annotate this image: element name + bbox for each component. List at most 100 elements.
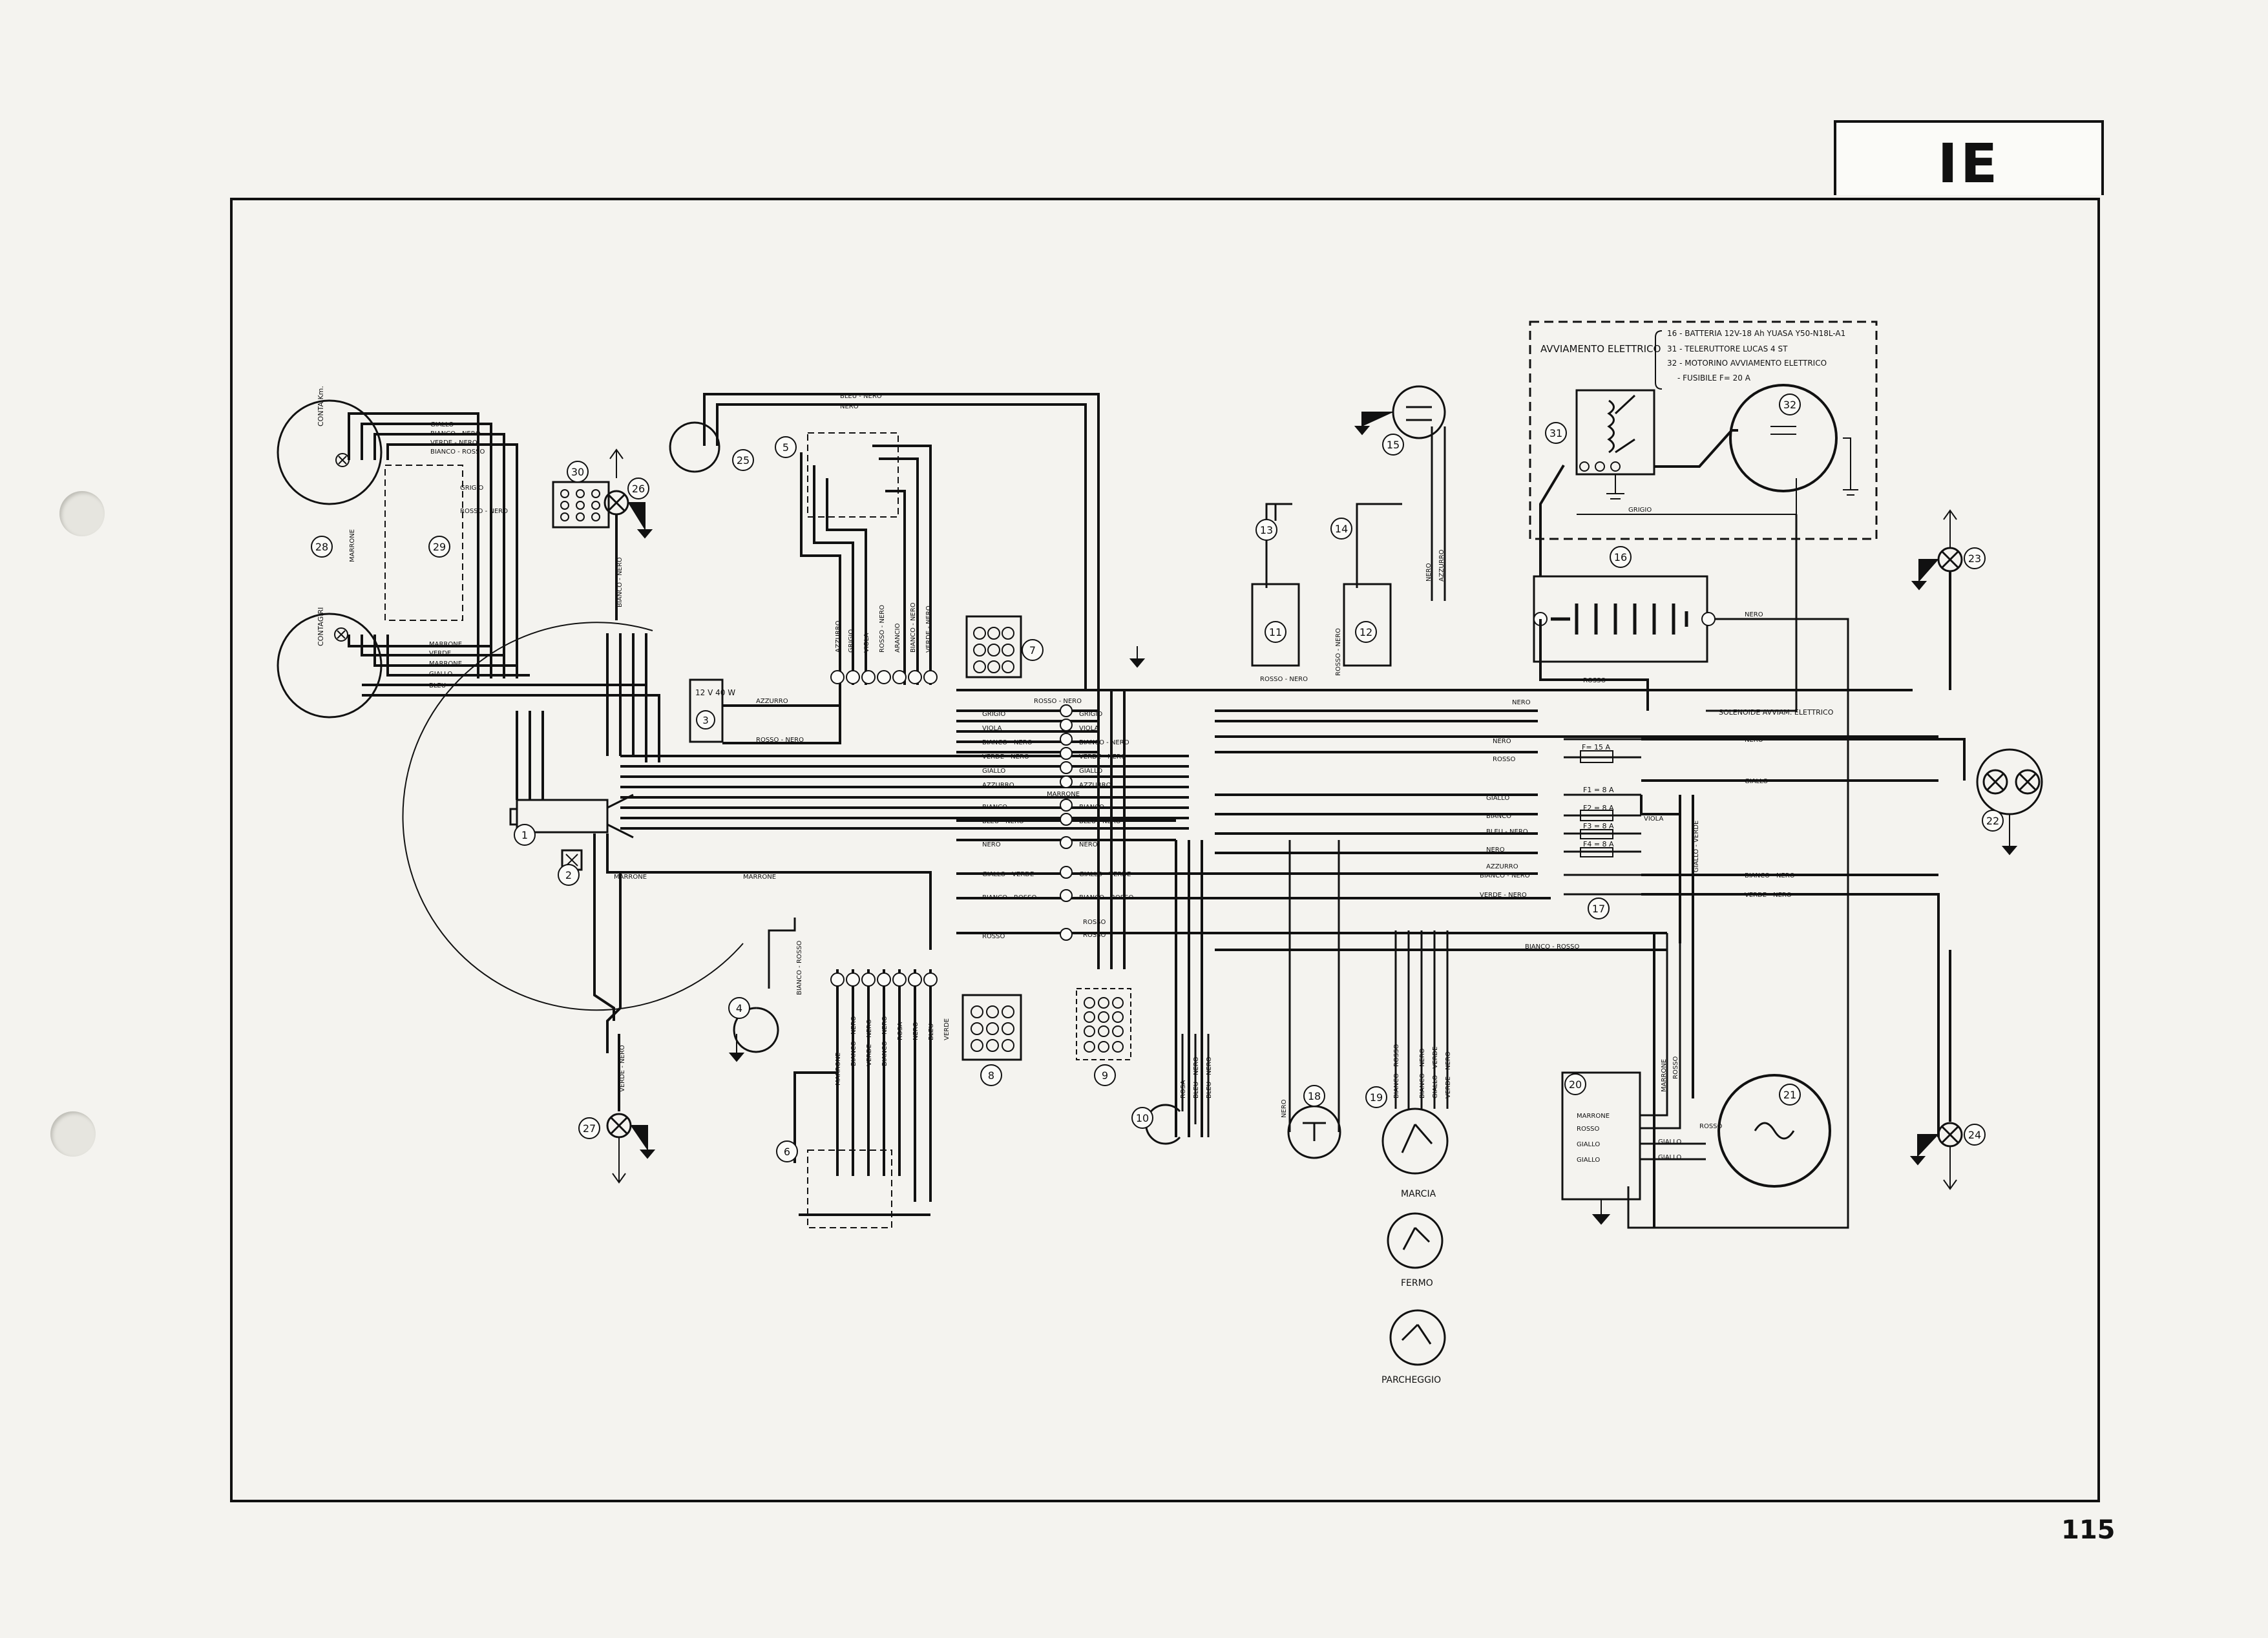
wire-label-nero-22: NERO <box>1745 737 1763 744</box>
wire-label-nero-15: NERO <box>1425 563 1433 582</box>
label-contagiri: CONTAGIRI <box>317 607 325 646</box>
wire-label-bianco-nero-j: BIANCO - NERO <box>982 739 1033 746</box>
central-junction <box>1060 704 1073 941</box>
wire-label-marrone-3: MARRONE <box>614 874 647 881</box>
wire-label-nero-17a: NERO <box>1512 699 1531 706</box>
section-tab: IE <box>1834 120 2104 195</box>
wire-label-bianco-j2: BIANCO <box>1079 804 1104 811</box>
wire-label-azzurro-7: AZZURRO <box>835 620 842 653</box>
ground-symbol <box>1129 646 1146 668</box>
wire-label-verde-nero-8: VERDE - NERO <box>866 1019 873 1066</box>
wire-label-verde-8: VERDE <box>943 1018 950 1040</box>
wire-label-grigio-j: GRIGIO <box>982 711 1005 718</box>
wire-label-marrone-4: MARRONE <box>743 874 776 881</box>
page-number: 115 <box>2061 1515 2116 1545</box>
callout-10: 10 <box>1136 1112 1149 1124</box>
wire-label-marrone-2: MARRONE <box>429 660 462 667</box>
label-fuse-main: F= 15 A <box>1582 743 1611 751</box>
wire-label-giallo-22: GIALLO <box>1745 778 1768 785</box>
wire-label-arancio-7: ARANCIO <box>894 623 901 653</box>
callout-13: 13 <box>1260 524 1273 536</box>
wire-label-rosa-8: ROSA <box>897 1022 904 1040</box>
connector-30 <box>552 481 610 529</box>
wire-label-bleu-nero-j: BLEU - NERO <box>982 818 1024 825</box>
wire-label-azzurro-j: AZZURRO <box>982 782 1014 789</box>
connector-8 <box>961 994 1022 1061</box>
callout-14: 14 <box>1335 523 1348 535</box>
wire-label-verde-1: VERDE <box>429 650 451 657</box>
main-harness <box>593 685 1938 1137</box>
lamp-3: 12 V 40 W <box>689 678 735 743</box>
wire-label-rosso-nero-7: ROSSO - NERO <box>879 605 886 653</box>
switch-5 <box>800 432 932 685</box>
wire-label-marrone-1: MARRONE <box>429 641 462 648</box>
wire-label-verde-nero-7: VERDE - NERO <box>925 605 932 653</box>
binder-hole-bottom <box>50 1111 96 1157</box>
wire-label-giallo-2: GIALLO <box>429 671 452 678</box>
wire-label-verde-nero-19: VERDE - NERO <box>1445 1051 1452 1098</box>
wire-label-rosso-17: ROSSO <box>1493 756 1516 763</box>
connector-7 <box>965 615 1022 678</box>
tachometer-28-bottom: CONTAGIRI <box>277 607 383 719</box>
rear-harness <box>1640 738 1966 1228</box>
wire-label-viola-17: VIOLA <box>1644 815 1663 823</box>
wire-label-bianco-nero-26: BIANCO - NERO <box>616 557 624 607</box>
callout-2: 2 <box>565 869 572 881</box>
alternator-21 <box>1717 1074 1831 1188</box>
wire-label-rosa-10: ROSA <box>1180 1080 1187 1098</box>
wire-label-azzurro-j2: AZZURRO <box>1079 782 1111 789</box>
callout-18: 18 <box>1308 1090 1321 1102</box>
wire-label-rosso-j2: ROSSO <box>1083 919 1106 926</box>
wire-label-bianco-rosso-j2: BIANCO - ROSSO <box>1079 894 1133 901</box>
wire-label-azzurro-3: AZZURRO <box>756 698 788 705</box>
wire-label-bleu-nero-j2: BLEU - NERO <box>1079 818 1121 825</box>
switch-10 <box>1145 1034 1210 1145</box>
ignition-position-fermo <box>1387 1212 1444 1269</box>
wire-label-grigio-legend: GRIGIO <box>1628 507 1652 514</box>
front-harness <box>516 633 647 1053</box>
wire-label-giallo-21b: GIALLO <box>1658 1154 1681 1161</box>
starter-legend-box: AVVIAMENTO ELETTRICO 16 - BATTERIA 12V-1… <box>1529 320 1878 540</box>
wire-label-nero-18: NERO <box>1281 1099 1288 1118</box>
callout-6: 6 <box>784 1146 790 1158</box>
tail-light-22 <box>1976 748 2043 856</box>
callout-22: 22 <box>1986 815 1999 827</box>
wire-label-giallo-verde-17: GIALLO - VERDE <box>1693 821 1700 872</box>
legend-item-16: 16 - BATTERIA 12V-18 Ah YUASA Y50-N18L-A… <box>1667 329 1845 338</box>
ignition-switch-19 <box>1381 930 1449 1175</box>
wire-label-azzurro-17: AZZURRO <box>1486 863 1518 870</box>
connector-pins-bottom <box>830 969 938 1202</box>
callout-9: 9 <box>1102 1069 1108 1082</box>
wire-label-giallo-20a: GIALLO <box>1577 1141 1600 1148</box>
battery-16 <box>1533 464 1849 1229</box>
lamp-27 <box>606 1034 656 1184</box>
wire-label-nero-16: NERO <box>1745 611 1763 618</box>
switch-18 <box>1287 840 1341 1159</box>
callout-15: 15 <box>1387 439 1400 451</box>
label-parcheggio: PARCHEGGIO <box>1381 1375 1441 1385</box>
wire-label-marrone-28: MARRONE <box>349 529 356 562</box>
callout-4: 4 <box>736 1002 742 1014</box>
wire-label-verde-nero-1: VERDE - NERO <box>430 439 478 446</box>
rectifier-20 <box>1561 933 1706 1225</box>
callout-16: 16 <box>1614 551 1627 563</box>
wire-label-marrone-j: MARRONE <box>1047 791 1080 798</box>
wire-label-bianco-nero-8: BIANCO - NERO <box>881 1016 888 1066</box>
section-tab-label: IE <box>1937 132 2000 195</box>
wire-label-nero-25: NERO <box>840 403 859 410</box>
wire-label-nero-j2: NERO <box>1079 841 1098 848</box>
wire-label-rosso-nero-3: ROSSO - NERO <box>756 737 804 744</box>
wire-label-viola-7: VIOLA <box>863 633 870 653</box>
callout-7: 7 <box>1029 644 1036 656</box>
wire-label-grigio-7: GRIGIO <box>848 629 855 653</box>
wire-label-bianco-rosso-4: BIANCO - ROSSO <box>796 941 803 995</box>
wire-label-viola-j: VIOLA <box>982 725 1002 732</box>
legend-item-31: 31 - TELERUTTORE LUCAS 4 ST <box>1667 344 1788 353</box>
wire-label-giallo-j: GIALLO <box>982 768 1005 775</box>
wire-label-azzurro-15: AZZURRO <box>1438 549 1445 582</box>
wire-label-bleu-nero-10b: BLEU - NERO <box>1206 1056 1213 1098</box>
callout-25: 25 <box>737 454 750 467</box>
wire-label-rosso-20v: ROSSO <box>1672 1056 1679 1079</box>
callout-20: 20 <box>1569 1078 1582 1091</box>
